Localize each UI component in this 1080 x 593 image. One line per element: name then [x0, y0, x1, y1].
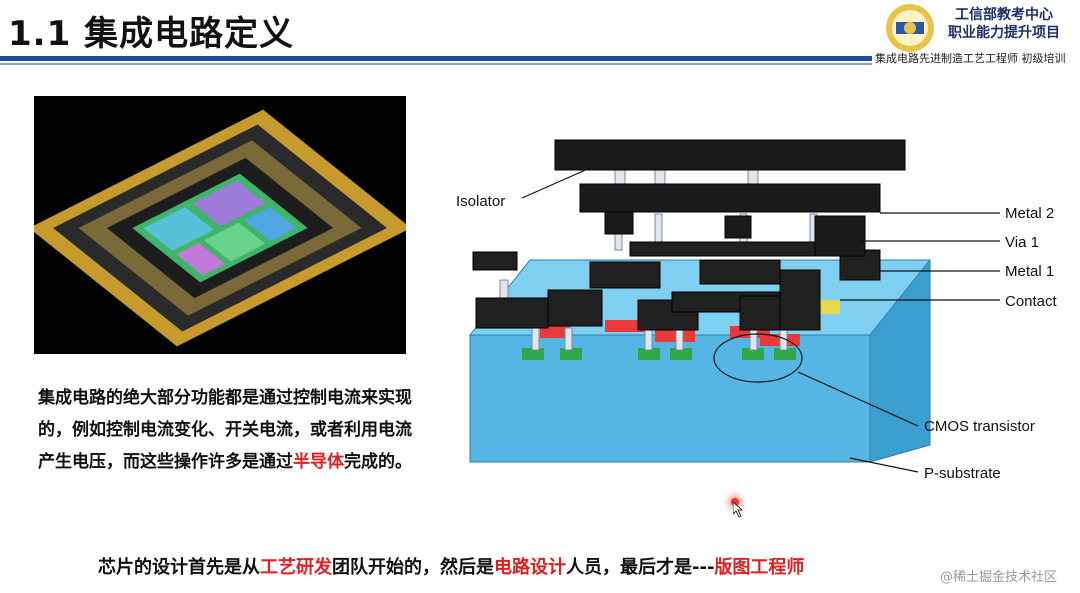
cmos-label: CMOS transistor: [924, 418, 1035, 435]
pointer-highlight: [731, 498, 739, 506]
intro-highlight: 半导体: [293, 452, 344, 472]
contact-label: Contact: [1005, 293, 1058, 310]
org-name-line1: 工信部教考中心: [955, 7, 1053, 23]
intro-paragraph: 集成电路的绝大部分功能都是通过控制电流来实现的，例如控制电流变化、开关电流，或者…: [38, 382, 418, 478]
intro-text-2: 完成的。: [344, 452, 412, 472]
intro-text-1: 集成电路的绝大部分功能都是通过控制电流来实现的，例如控制电流变化、开关电流，或者…: [38, 388, 412, 472]
via1-label: Via 1: [1005, 234, 1039, 251]
metal2-label: Metal 2: [1005, 205, 1054, 222]
bottom-highlight-1: 工艺研发: [260, 557, 332, 578]
chip-photo: [34, 96, 406, 354]
metal1-label: Metal 1: [1005, 263, 1054, 280]
title-underline: [0, 56, 872, 61]
course-name: 集成电路先进制造工艺工程师 初级培训: [875, 52, 1066, 65]
title-underline-thin: [0, 63, 872, 65]
substrate-label: P-substrate: [924, 465, 1001, 482]
bottom-statement: 芯片的设计首先是从工艺研发团队开始的，然后是电路设计人员，最后才是---版图工程…: [98, 553, 804, 579]
organization-logo: [886, 4, 934, 52]
bottom-text-1: 芯片的设计首先是从: [98, 557, 260, 578]
ic-structure-diagram: Isolator Metal 2 Via 1 Metal 1 Contact C…: [456, 139, 1058, 482]
page-title: 1.1 集成电路定义: [8, 14, 295, 54]
isolator-label: Isolator: [456, 193, 505, 210]
watermark-text: @稀土掘金技术社区: [940, 570, 1058, 585]
bottom-highlight-3: 版图工程师: [714, 557, 805, 578]
bottom-highlight-2: 电路设计: [494, 557, 566, 578]
bottom-text-2: 团队开始的，然后是: [332, 557, 494, 578]
bottom-text-3: 人员，最后才是---: [566, 557, 715, 578]
cursor-icon: [733, 502, 743, 518]
org-name-line2: 职业能力提升项目: [948, 25, 1060, 41]
